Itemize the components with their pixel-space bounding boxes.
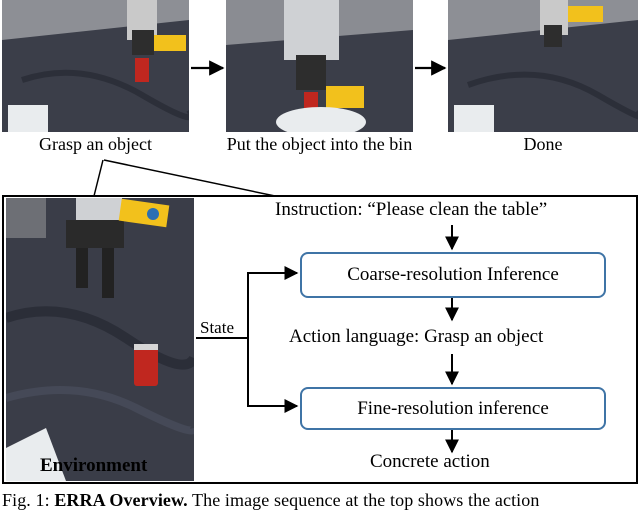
photo-done [448,0,638,132]
overview-frame [2,195,638,484]
callout-left [93,159,104,197]
instruction-text: Instruction: “Please clean the table” [275,199,548,220]
figure-caption-bold: ERRA Overview. [54,490,188,510]
fine-inference-label: Fine-resolution inference [357,398,549,419]
coarse-inference-label: Coarse-resolution Inference [347,264,559,285]
callout-right [103,159,276,197]
photo-grasp [2,0,189,132]
caption-grasp: Grasp an object [39,134,152,154]
coarse-inference-box: Coarse-resolution Inference [300,252,606,298]
figure-caption: Fig. 1: ERRA Overview. The image sequenc… [2,490,539,511]
action-language-text: Action language: Grasp an object [289,326,544,347]
figure-caption-prefix: Fig. 1: [2,490,55,510]
caption-done: Done [523,134,563,154]
fine-inference-box: Fine-resolution inference [300,387,606,430]
caption-put-in-bin: Put the object into the bin [226,134,413,154]
environment-label: Environment [40,455,148,476]
photo-put-in-bin [226,0,413,132]
concrete-action-text: Concrete action [370,451,490,472]
state-label: State [200,318,234,337]
figure-caption-rest: The image sequence at the top shows the … [187,490,540,510]
environment-photo [6,198,194,481]
